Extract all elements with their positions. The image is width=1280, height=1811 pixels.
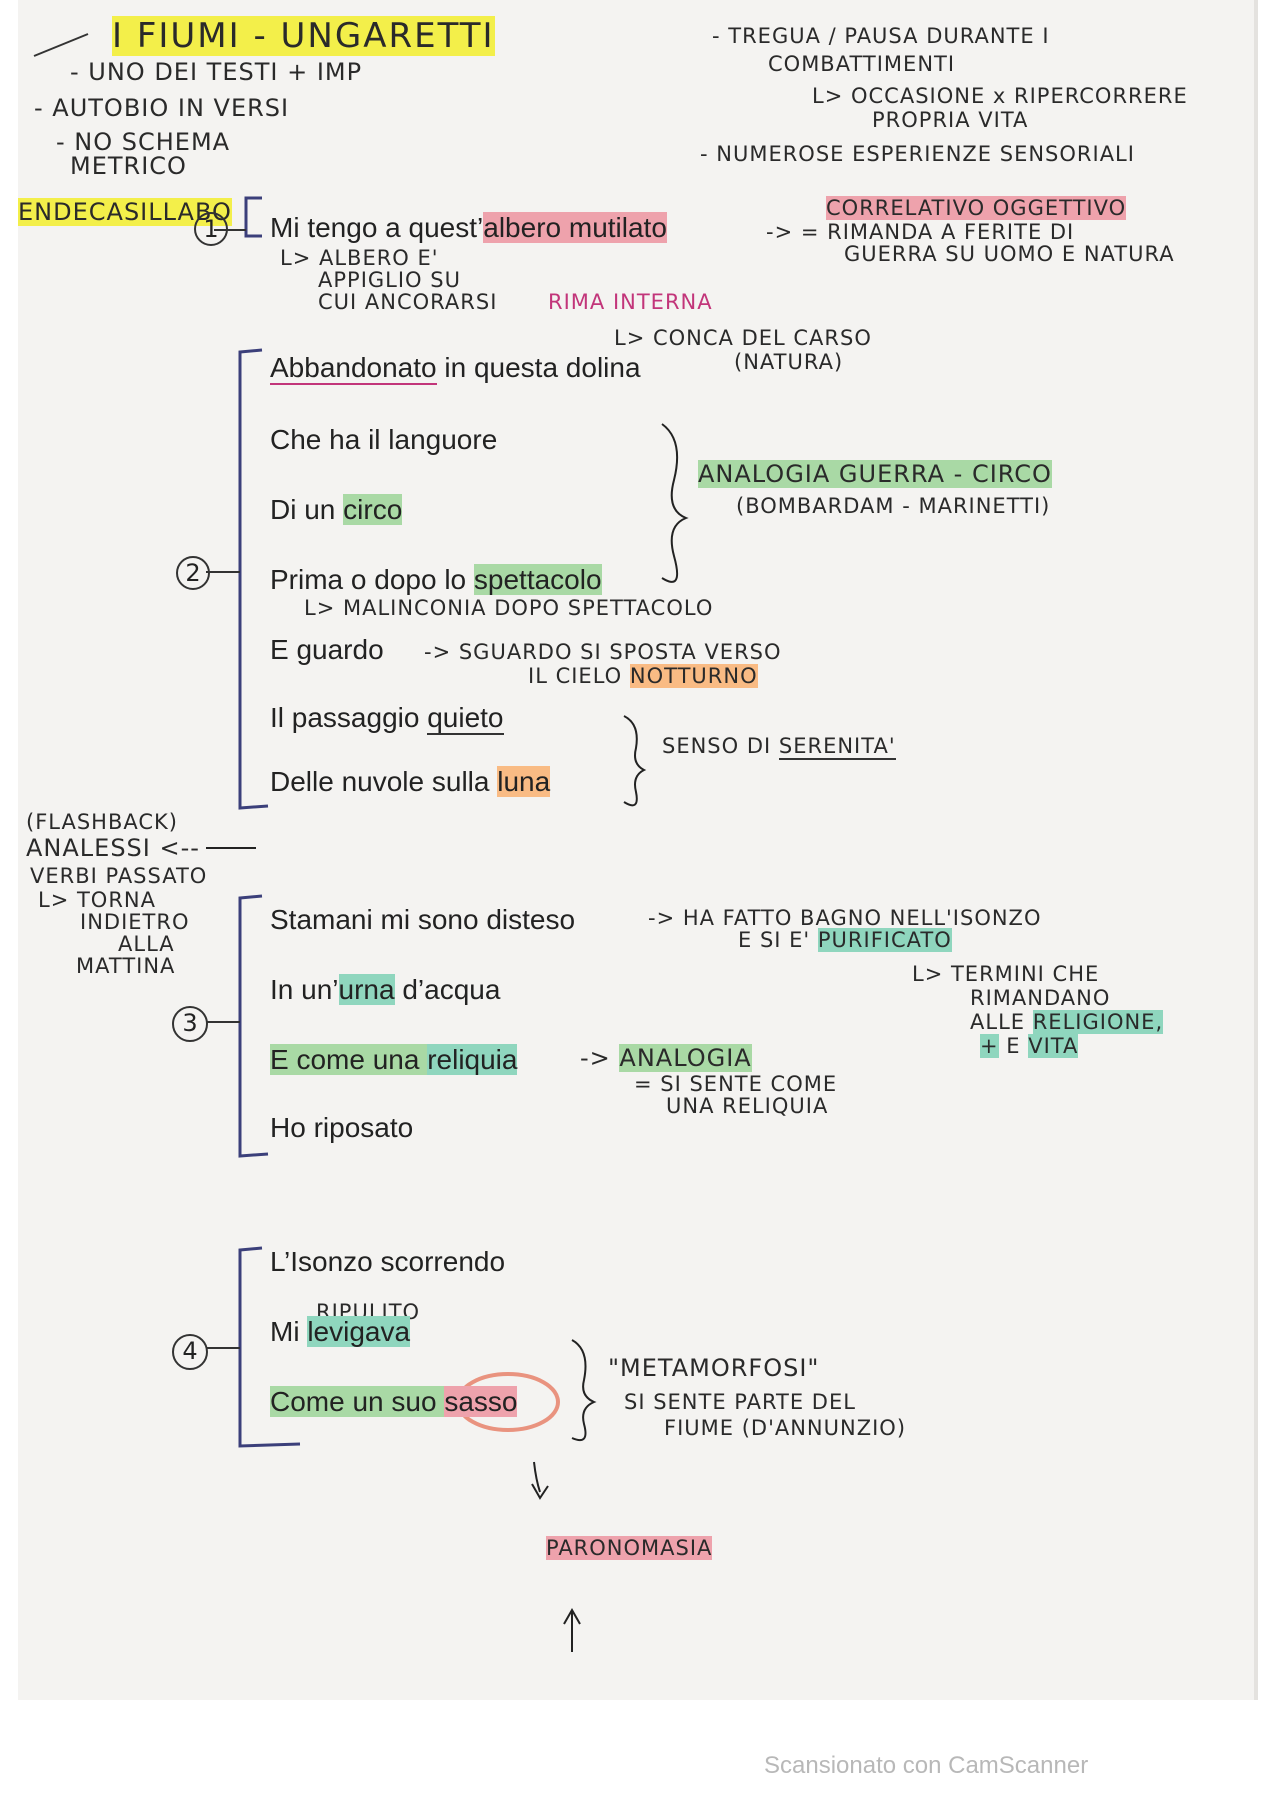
page-edge	[1254, 0, 1258, 1700]
stanza-3-verse-1: Stamani mi sono disteso	[270, 904, 576, 935]
correlativo-line-1: -> = RIMANDA A FERITE DI	[766, 220, 1075, 244]
stanza-4-number: 4	[172, 1334, 208, 1370]
analessi-note-6: ALLA	[118, 932, 175, 956]
bombardam-note: (BOMBARDAM - MARINETTI)	[736, 494, 1051, 518]
malinconia-note: L> MALINCONIA DOPO SPETTACOLO	[304, 596, 714, 620]
left-note-3: - NO SCHEMA	[56, 128, 231, 156]
religione-note: ALLE RELIGIONE,	[970, 1010, 1164, 1034]
stanza-3-number: 3	[172, 1006, 208, 1042]
right-note-1: - TREGUA / PAUSA DURANTE I	[712, 24, 1050, 48]
right-note-3: L> OCCASIONE x RIPERCORRERE	[812, 84, 1188, 108]
analessi-note-1: (FLASHBACK)	[26, 810, 178, 834]
analessi-note-2: ANALESSI <--	[26, 834, 200, 862]
cielo-note: IL CIELO NOTTURNO	[528, 664, 758, 688]
analessi-note-4: L> TORNA	[38, 888, 156, 912]
stanza-2-verse-2: Che ha il languore	[270, 424, 498, 455]
left-note-1: - UNO DEI TESTI + IMP	[70, 58, 363, 86]
isonzo-note: -> HA FATTO BAGNO NELL'ISONZO	[648, 906, 1042, 930]
dolina-note-1: L> CONCA DEL CARSO	[614, 326, 872, 350]
stanza-2-verse-4: Prima o dopo lo spettacolo	[270, 564, 602, 595]
analogia-guerra-circo: ANALOGIA GUERRA - CIRCO	[698, 460, 1052, 488]
albero-note-1: L> ALBERO E'	[280, 246, 439, 270]
reliquia-analogia-note: -> ANALOGIA	[580, 1044, 752, 1072]
serenita-note: SENSO DI SERENITA'	[662, 734, 896, 760]
stanza-1-verse: Mi tengo a quest’albero mutilato	[270, 212, 667, 243]
metamorfosi-line-1: SI SENTE PARTE DEL	[624, 1390, 856, 1414]
albero-note-3: CUI ANCORARSI	[318, 290, 498, 314]
left-note-4: METRICO	[70, 152, 187, 180]
right-note-2: COMBATTIMENTI	[768, 52, 956, 76]
stanza-2-verse-7: Delle nuvole sulla luna	[270, 766, 551, 797]
scanner-watermark: Scansionato con CamScanner	[764, 1752, 1089, 1779]
scanned-notebook-page	[18, 0, 1258, 1700]
albero-note-2: APPIGLIO SU	[318, 268, 461, 292]
stanza-2-number: 2	[176, 556, 210, 590]
stanza-2-verse-3: Di un circo	[270, 494, 403, 525]
analessi-note-5: INDIETRO	[80, 910, 190, 934]
termini-note-2: RIMANDANO	[970, 986, 1111, 1010]
stanza-3-verse-2: In un’urna d’acqua	[270, 974, 501, 1005]
purificato-note: E SI E' PURIFICATO	[738, 928, 952, 952]
stanza-2-verse-6: Il passaggio quieto	[270, 702, 504, 735]
stanza-3-verse-4: Ho riposato	[270, 1112, 414, 1143]
right-note-4: PROPRIA VITA	[872, 108, 1029, 132]
sguardo-note: -> SGUARDO SI SPOSTA VERSO	[424, 640, 782, 664]
analessi-note-7: MATTINA	[76, 954, 176, 978]
stanza-2-verse-1: Abbandonato in questa dolina	[270, 352, 641, 385]
page-title: I FIUMI - UNGARETTI	[112, 16, 495, 56]
right-note-5: - NUMEROSE ESPERIENZE SENSORIALI	[700, 142, 1135, 166]
stanza-4-verse-2: Mi levigava	[270, 1316, 411, 1347]
stanza-4-verse-3: Come un suo sasso	[270, 1386, 518, 1417]
termini-note-1: L> TERMINI CHE	[912, 962, 1100, 986]
reliquia-note-2: UNA RELIQUIA	[666, 1094, 829, 1118]
metamorfosi-note: "METAMORFOSI"	[608, 1354, 820, 1382]
dolina-note-2: (NATURA)	[734, 350, 844, 374]
reliquia-note-1: = SI SENTE COME	[634, 1072, 838, 1096]
correlativo-title: CORRELATIVO OGGETTIVO	[826, 196, 1127, 220]
correlativo-line-2: GUERRA SU UOMO E NATURA	[844, 242, 1175, 266]
stanza-4-verse-1: L’Isonzo scorrendo	[270, 1246, 506, 1277]
stanza-2-verse-5: E guardo	[270, 634, 384, 665]
left-note-2: - AUTOBIO IN VERSI	[34, 94, 290, 122]
analessi-note-3: VERBI PASSATO	[30, 864, 208, 888]
stanza-3-verse-3: E come una reliquia	[270, 1044, 518, 1075]
paronomasia-note: PARONOMASIA	[546, 1536, 713, 1560]
rima-interna-note: RIMA INTERNA	[548, 290, 713, 314]
vita-note: + E VITA	[980, 1034, 1079, 1058]
metamorfosi-line-2: FIUME (D'ANNUNZIO)	[664, 1416, 907, 1440]
stanza-1-number: 1	[194, 212, 228, 246]
